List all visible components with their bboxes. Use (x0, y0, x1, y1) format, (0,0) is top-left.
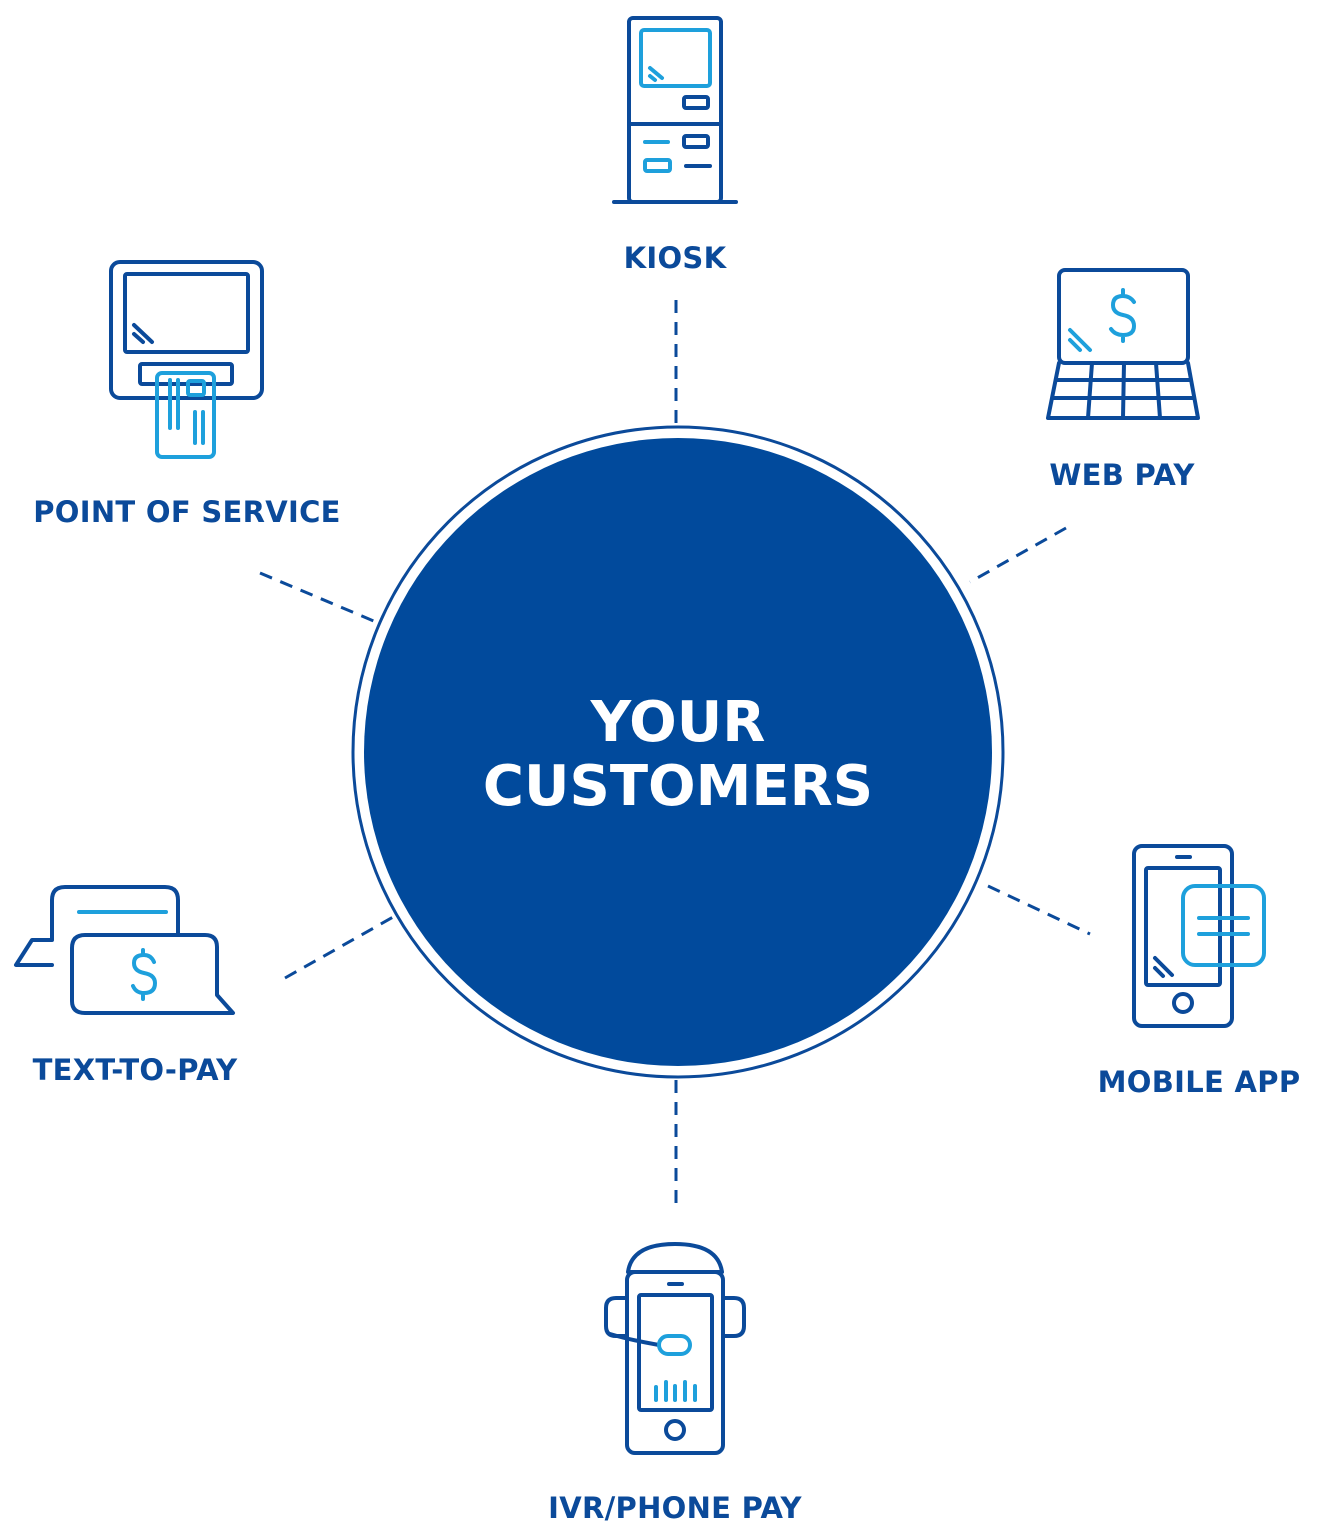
label-text-to-pay: TEXT-TO-PAY (33, 1053, 239, 1087)
connectors (259, 300, 1091, 1205)
connector-pos (259, 571, 377, 624)
center-circle: YOUR CUSTOMERS (351, 425, 1005, 1079)
kiosk-icon (612, 16, 738, 204)
phone-headset-icon (604, 1242, 746, 1455)
label-mobile-app: MOBILE APP (1098, 1065, 1301, 1099)
connector-web-pay (969, 526, 1067, 584)
mobile-phone-chat-icon (1132, 844, 1266, 1028)
connector-text-to-pay (284, 914, 396, 980)
center-title-line2: CUSTOMERS (483, 754, 873, 819)
connector-mobile-app (987, 884, 1091, 936)
label-web-pay: WEB PAY (1049, 458, 1195, 492)
card-terminal-icon (109, 260, 264, 459)
label-ivr-phone-pay: IVR/PHONE PAY (548, 1491, 802, 1525)
chat-dollar-icon (14, 885, 235, 1015)
center-title-line1: YOUR (590, 690, 766, 755)
label-point-of-service: POINT OF SERVICE (33, 495, 341, 529)
label-kiosk: KIOSK (624, 241, 728, 275)
laptop-dollar-icon (1046, 268, 1200, 420)
